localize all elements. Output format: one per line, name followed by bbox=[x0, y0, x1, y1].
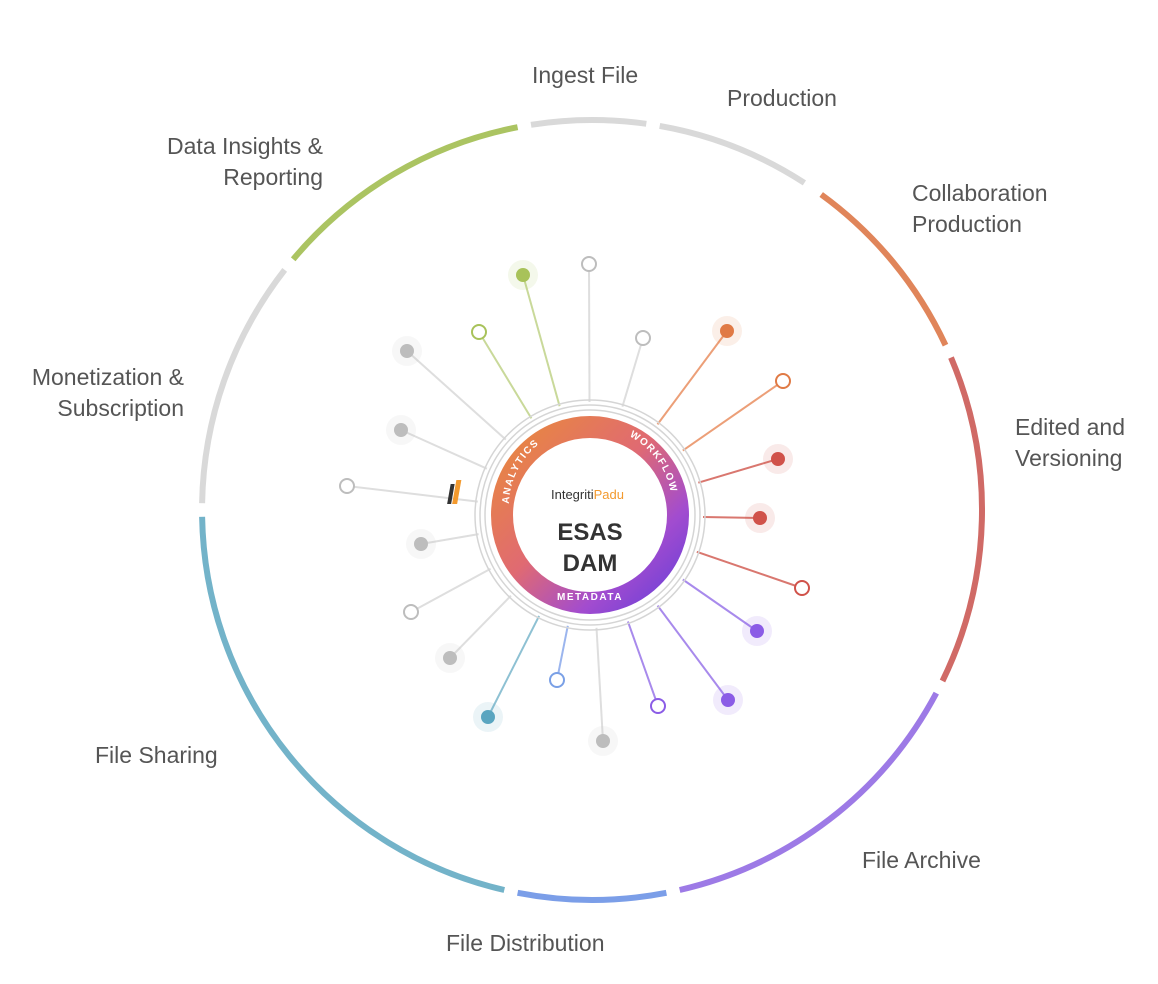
spoke-node-15 bbox=[443, 651, 457, 665]
ring-segment-file-sharing bbox=[199, 516, 505, 893]
hub-outer-line-1 bbox=[474, 399, 706, 631]
spoke-node-5 bbox=[400, 344, 414, 358]
spoke-node-14 bbox=[750, 624, 764, 638]
spoke-line-4 bbox=[656, 330, 728, 425]
spoke-line-5 bbox=[406, 350, 507, 441]
label-file-sharing: File Sharing bbox=[95, 742, 218, 768]
label-collaboration-production: Collaboration Production bbox=[912, 180, 1048, 237]
spoke-node-11 bbox=[414, 537, 428, 551]
brand-wordmark: IntegritiPadu bbox=[551, 487, 624, 502]
ring-label-metadata: METADATA bbox=[557, 592, 623, 603]
ring-segment-production bbox=[659, 122, 807, 186]
spoke-line-17 bbox=[656, 605, 729, 701]
spoke-line-18 bbox=[626, 621, 659, 707]
ring-segment-file-distribution bbox=[517, 889, 667, 903]
central-hub: ANALYTICS WORKFLOW METADATA IntegritiPad… bbox=[447, 399, 706, 631]
hub-outer-line-2 bbox=[479, 404, 701, 626]
spokes bbox=[339, 256, 810, 756]
spoke-node-20 bbox=[596, 734, 610, 748]
label-ingest-file: Ingest File bbox=[532, 62, 639, 88]
spoke-node-13 bbox=[403, 604, 419, 620]
spoke-node-7 bbox=[394, 423, 408, 437]
outer-ring bbox=[199, 117, 985, 903]
spoke-line-11 bbox=[420, 533, 479, 545]
label-monetization-subscription: Monetization & Subscription bbox=[31, 364, 184, 421]
spoke-node-1 bbox=[581, 256, 597, 272]
ring-segment-file-archive bbox=[679, 691, 939, 893]
spoke-node-2 bbox=[471, 324, 487, 340]
spoke-node-0 bbox=[516, 268, 530, 282]
center-title-esas: ESAS bbox=[557, 519, 622, 546]
spoke-line-7 bbox=[400, 429, 488, 470]
ring-segment-ingest-file bbox=[530, 117, 647, 128]
hub-gradient-ring bbox=[491, 416, 689, 614]
spoke-node-18 bbox=[650, 698, 666, 714]
spoke-node-8 bbox=[771, 452, 785, 466]
spoke-line-6 bbox=[682, 380, 784, 452]
spoke-node-12 bbox=[794, 580, 810, 596]
ring-segment-collaboration-production bbox=[819, 192, 949, 347]
spoke-node-3 bbox=[635, 330, 651, 346]
hub-inner-disc bbox=[514, 439, 666, 591]
spoke-line-1 bbox=[588, 263, 591, 403]
logo-mark-orange bbox=[452, 480, 462, 504]
spoke-line-15 bbox=[449, 595, 512, 659]
ring-segment-data-insights-reporting bbox=[290, 124, 519, 262]
spoke-line-2 bbox=[478, 331, 533, 419]
spoke-line-19 bbox=[487, 615, 540, 718]
spoke-line-10 bbox=[702, 516, 761, 519]
center-title-dam: DAM bbox=[563, 550, 618, 577]
spoke-line-8 bbox=[698, 458, 779, 484]
spoke-line-12 bbox=[696, 550, 803, 589]
label-edited-and-versioning: Edited and Versioning bbox=[1015, 414, 1125, 471]
spoke-node-4 bbox=[720, 324, 734, 338]
spoke-line-13 bbox=[410, 567, 492, 613]
spoke-node-17 bbox=[721, 693, 735, 707]
label-file-distribution: File Distribution bbox=[446, 930, 605, 956]
spoke-node-6 bbox=[775, 373, 791, 389]
spoke-line-0 bbox=[522, 274, 561, 407]
label-file-archive: File Archive bbox=[862, 847, 981, 873]
label-production: Production bbox=[727, 85, 837, 111]
spoke-line-20 bbox=[595, 627, 604, 742]
spoke-line-16 bbox=[556, 625, 569, 681]
spoke-node-9 bbox=[339, 478, 355, 494]
ring-segment-edited-and-versioning bbox=[939, 356, 985, 683]
brand-logo: IntegritiPadu bbox=[447, 480, 624, 504]
spoke-node-16 bbox=[549, 672, 565, 688]
spoke-line-3 bbox=[621, 337, 644, 407]
spoke-node-10 bbox=[753, 511, 767, 525]
ring-segment-monetization-subscription bbox=[199, 268, 288, 504]
spoke-line-14 bbox=[682, 578, 758, 632]
logo-mark-dark bbox=[447, 484, 455, 504]
spoke-node-19 bbox=[481, 710, 495, 724]
label-data-insights-reporting: Data Insights & Reporting bbox=[167, 133, 323, 190]
